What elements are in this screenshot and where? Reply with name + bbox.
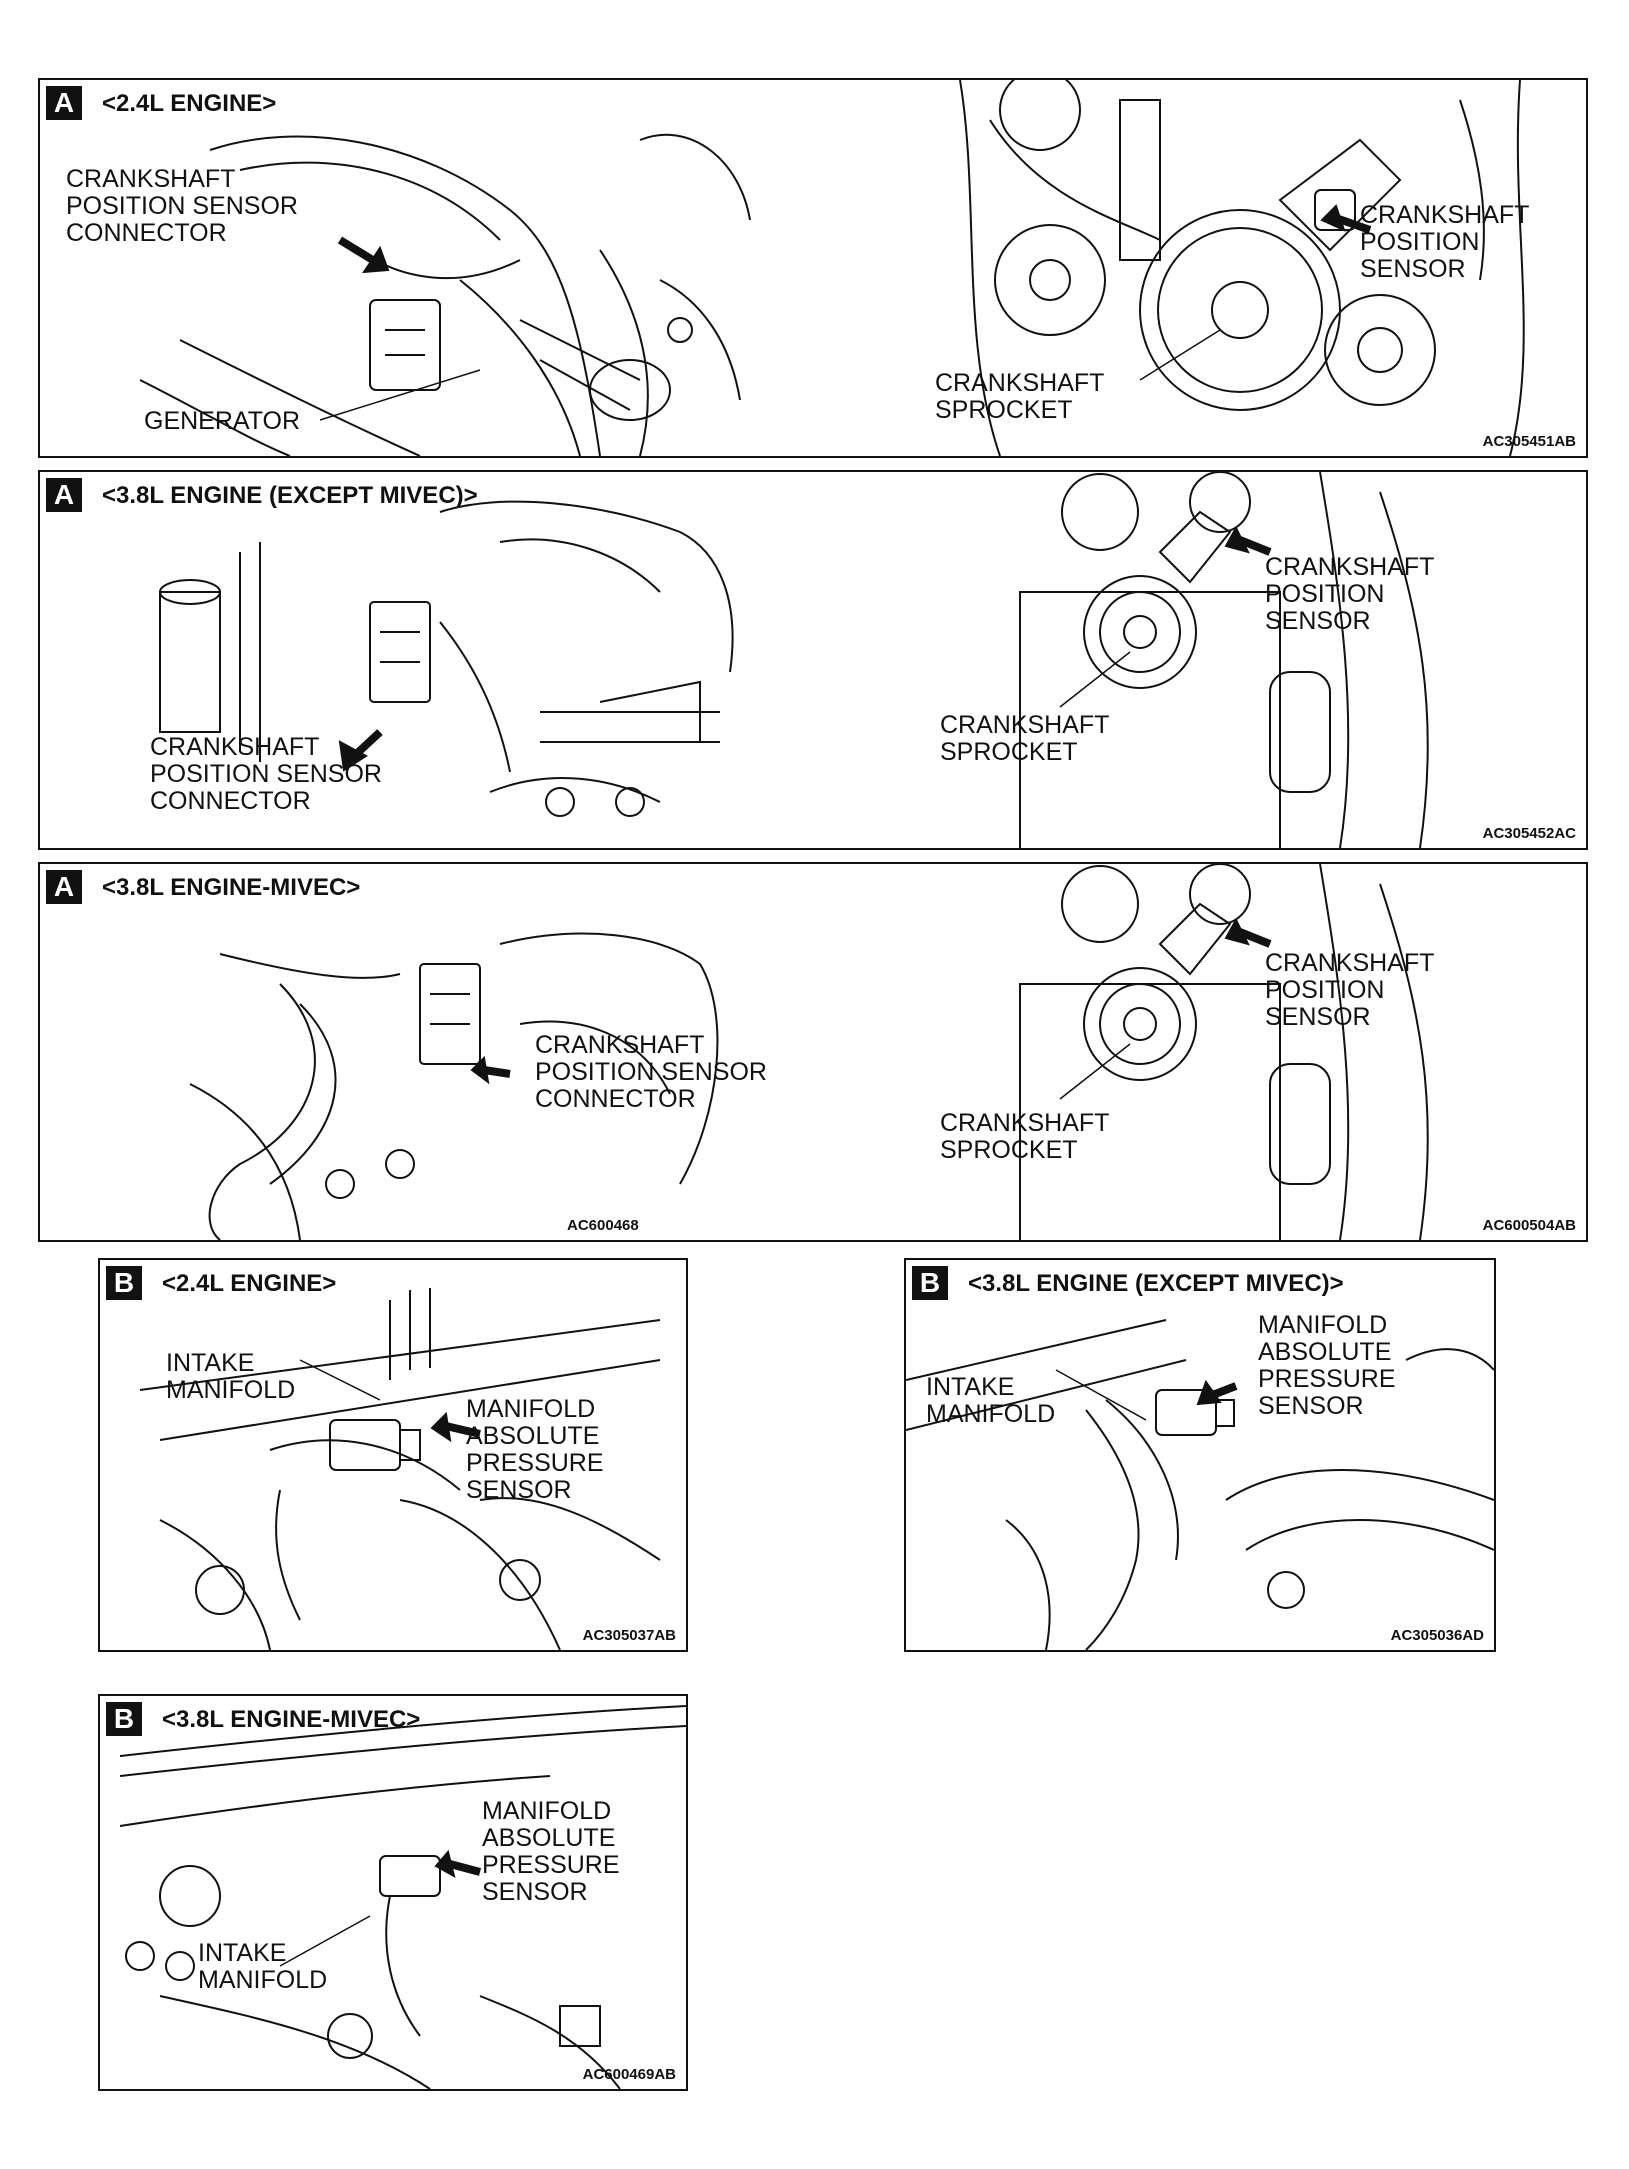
engine-illustration bbox=[159, 472, 1429, 848]
panel-heading: <3.8L ENGINE-MIVEC> bbox=[162, 1706, 421, 1733]
panel-b-3-8l-except-mivec: B <3.8L ENGINE (EXCEPT MIVEC)> INTAKE MA… bbox=[904, 1258, 1496, 1652]
figure-code: AC600504AB bbox=[1482, 1217, 1576, 1234]
generator-label: GENERATOR bbox=[144, 407, 301, 435]
left-figure-code: AC600468 bbox=[567, 1217, 639, 1234]
crankshaft-sprocket-label: CRANKSHAFT SPROCKET bbox=[940, 1109, 1110, 1164]
section-b-badge: B bbox=[912, 1266, 948, 1300]
crankshaft-sprocket-label: CRANKSHAFT SPROCKET bbox=[940, 711, 1110, 766]
section-a-badge: A bbox=[46, 86, 82, 120]
figure-code: AC600469AB bbox=[582, 2066, 676, 2083]
panel-b-2-4l: B <2.4L ENGINE> INTAKE MANIFOLD MANIFOLD… bbox=[98, 1258, 688, 1652]
panel-heading: <2.4L ENGINE> bbox=[102, 90, 277, 117]
crankshaft-sensor-label: CRANKSHAFT POSITION SENSOR bbox=[1265, 949, 1435, 1031]
panel-heading: <2.4L ENGINE> bbox=[162, 1270, 337, 1297]
crankshaft-sensor-label: CRANKSHAFT POSITION SENSOR bbox=[1360, 201, 1530, 283]
figure-code: AC305036AD bbox=[1390, 1627, 1484, 1644]
engine-illustration bbox=[139, 80, 1525, 456]
crankshaft-sensor-connector-label: CRANKSHAFT POSITION SENSOR CONNECTOR bbox=[150, 733, 382, 815]
panel-heading: <3.8L ENGINE-MIVEC> bbox=[102, 874, 361, 901]
manifold-illustration bbox=[906, 1319, 1494, 1650]
manifold-illustration bbox=[119, 1705, 686, 2089]
section-b-badge: B bbox=[106, 1702, 142, 1736]
section-a-badge: A bbox=[46, 870, 82, 904]
manifold-illustration bbox=[139, 1288, 661, 1650]
intake-manifold-label: INTAKE MANIFOLD bbox=[926, 1373, 1056, 1428]
panel-heading: <3.8L ENGINE (EXCEPT MIVEC)> bbox=[102, 482, 478, 509]
panel-heading: <3.8L ENGINE (EXCEPT MIVEC)> bbox=[968, 1270, 1344, 1297]
map-sensor-label: MANIFOLD ABSOLUTE PRESSURE SENSOR bbox=[466, 1395, 604, 1504]
panel-a-2-4l: A <2.4L ENGINE> CRANKSHAFT POSITION SENS… bbox=[38, 78, 1588, 458]
crankshaft-sensor-connector-label: CRANKSHAFT POSITION SENSOR CONNECTOR bbox=[66, 165, 298, 247]
figure-code: AC305037AB bbox=[582, 1627, 676, 1644]
section-b-badge: B bbox=[106, 1266, 142, 1300]
section-a-badge: A bbox=[46, 478, 82, 512]
crankshaft-sensor-label: CRANKSHAFT POSITION SENSOR bbox=[1265, 553, 1435, 635]
intake-manifold-label: INTAKE MANIFOLD bbox=[198, 1939, 328, 1994]
engine-illustration bbox=[189, 864, 1429, 1240]
figure-code: AC305451AB bbox=[1482, 433, 1576, 450]
intake-manifold-label: INTAKE MANIFOLD bbox=[166, 1349, 296, 1404]
figure-code: AC305452AC bbox=[1482, 825, 1576, 842]
panel-a-3-8l-except-mivec: A <3.8L ENGINE (EXCEPT MIVEC)> CRANKSHAF… bbox=[38, 470, 1588, 850]
crankshaft-sprocket-label: CRANKSHAFT SPROCKET bbox=[935, 369, 1105, 424]
map-sensor-label: MANIFOLD ABSOLUTE PRESSURE SENSOR bbox=[1258, 1311, 1396, 1420]
map-sensor-label: MANIFOLD ABSOLUTE PRESSURE SENSOR bbox=[482, 1797, 620, 1906]
crankshaft-sensor-connector-label: CRANKSHAFT POSITION SENSOR CONNECTOR bbox=[535, 1031, 767, 1113]
panel-a-3-8l-mivec: A <3.8L ENGINE-MIVEC> CRANKSHAFT POSITIO… bbox=[38, 862, 1588, 1242]
panel-b-3-8l-mivec: B <3.8L ENGINE-MIVEC> INTAKE MANIFOLD MA… bbox=[98, 1694, 688, 2091]
